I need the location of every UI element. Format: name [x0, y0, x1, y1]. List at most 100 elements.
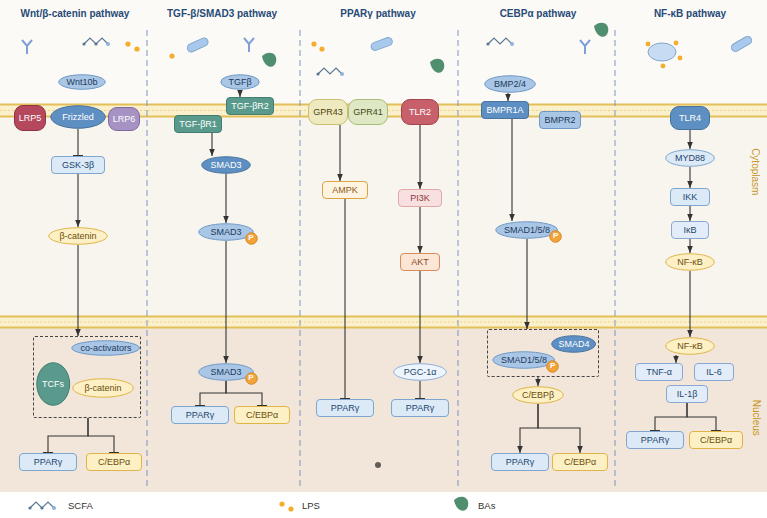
node-text: PPARγ [331, 403, 359, 413]
legend-lps-icon [288, 506, 293, 511]
legend-lps-icon [279, 501, 284, 506]
protein-ellipse: SMAD4 [551, 335, 596, 353]
scfa-icon [488, 38, 512, 44]
protein-ellipse: SMAD3 [201, 156, 251, 174]
node-text: β-catenin [84, 383, 121, 393]
node-text: PPARγ [506, 457, 534, 467]
protein-box: BMPR2 [539, 111, 580, 129]
antibody-icon [580, 40, 590, 54]
protein-ellipse: BMP2/4 [484, 75, 536, 93]
lps-icon [169, 53, 174, 58]
scfa-icon [340, 72, 344, 76]
protein-ellipse: Wnt10b [58, 74, 106, 90]
ellipse-shape [496, 222, 558, 239]
protein-box: TLR2 [401, 99, 439, 125]
node-text: P [248, 233, 253, 242]
inhibition-connector [200, 381, 226, 406]
node-text: LRP5 [19, 113, 42, 123]
node-text: SMAD1/5/8 [501, 355, 547, 365]
activation-arrow [225, 241, 226, 363]
phosphate-shape [245, 372, 257, 384]
protein-box: PPARγ [19, 453, 77, 471]
protein-box: PPARγ [626, 431, 684, 449]
activation-arrow [689, 271, 690, 337]
inhibition-connector [419, 381, 420, 399]
legend-label: SCFA [68, 501, 93, 512]
node-text: SMAD3 [210, 367, 241, 377]
protein-ellipse: SMAD1/5/8P [495, 221, 558, 239]
membrane-line [0, 327, 767, 329]
bacterium-icon [730, 35, 753, 53]
activation-arrow [537, 377, 538, 386]
node-text: AKT [411, 257, 429, 267]
node-text: C/EBPα [564, 457, 596, 467]
activation-arrow [77, 174, 78, 227]
phosphate-shape [547, 360, 559, 372]
protein-ellipse: MYD88 [665, 149, 715, 167]
column-divider [147, 30, 148, 490]
pathway-title: CEBPα pathway [500, 8, 577, 20]
protein-box: IL-1β [666, 385, 708, 403]
node-text: SMAD1/5/8 [504, 225, 550, 235]
nucleus-region [0, 328, 767, 492]
inhibition-connector [88, 418, 114, 453]
activation-arrow [419, 207, 420, 253]
activation-arrow [339, 125, 340, 181]
activation-arrow [689, 206, 690, 221]
scfa-icon [94, 42, 97, 45]
column-divider [300, 30, 301, 490]
node-text: GSK-3β [62, 160, 94, 170]
bacterium-icon [186, 37, 209, 54]
protein-box: GPR43 [308, 99, 348, 125]
node-text: SMAD3 [210, 227, 241, 237]
lps-icon [678, 56, 683, 61]
ellipse-shape [513, 387, 564, 404]
protein-ellipse: TCFs [36, 362, 70, 406]
node-text: TGF-βR1 [179, 119, 217, 129]
node-text: NF-κB [677, 257, 703, 267]
legend-label: LPS [302, 501, 320, 512]
node-text: C/EBPα [246, 410, 278, 420]
protein-box: PPARγ [491, 453, 549, 471]
node-text: C/EBPα [98, 457, 130, 467]
complex-group: SMAD1/5/8P SMAD4 [487, 329, 599, 377]
inhibition-connector [77, 129, 78, 156]
node-text: BMPR2 [544, 115, 575, 125]
activation-arrow [419, 271, 420, 363]
activation-arrow [211, 133, 212, 156]
pathway-title: NF-κB pathway [654, 8, 726, 20]
phosphate-shape [550, 230, 562, 242]
phosphate-circle: P [549, 230, 562, 243]
bacterium-icon [370, 36, 393, 51]
protein-box: LRP6 [108, 107, 141, 131]
protein-ellipse: co-activators [71, 340, 140, 356]
scfa-icon [486, 42, 489, 45]
activation-arrow [239, 90, 240, 97]
lps-icon [134, 46, 139, 51]
activation-arrow [689, 239, 690, 253]
region-label: Cytoplasm [750, 148, 762, 195]
protein-box: IκB [671, 221, 709, 239]
node-text: NF-κB [677, 341, 703, 351]
protein-box: IL-6 [694, 363, 734, 381]
node-text: Wnt10b [66, 77, 97, 87]
node-text: IL-1β [677, 389, 698, 399]
region-label: Nucleus [750, 400, 762, 436]
activation-arrow [675, 355, 676, 363]
protein-box: TGF-βR2 [226, 97, 274, 115]
protein-ellipse: TGFβ [220, 74, 260, 90]
protein-ellipse: β-catenin [72, 378, 134, 398]
pathway-title: Wnt/β-catenin pathway [21, 8, 130, 20]
ellipse-shape [37, 363, 70, 406]
phosphate-circle: P [245, 232, 258, 245]
activation-arrow [526, 239, 527, 329]
scfa-icon [510, 42, 514, 46]
node-text: IκB [683, 225, 696, 235]
node-text: IKK [683, 192, 698, 202]
lps-icon [311, 41, 316, 46]
node-text: Frizzled [62, 112, 94, 122]
ellipse-shape [394, 364, 447, 381]
phosphate-circle: P [546, 360, 559, 373]
inhibition-connector [655, 403, 687, 431]
lps-icon [661, 64, 666, 69]
